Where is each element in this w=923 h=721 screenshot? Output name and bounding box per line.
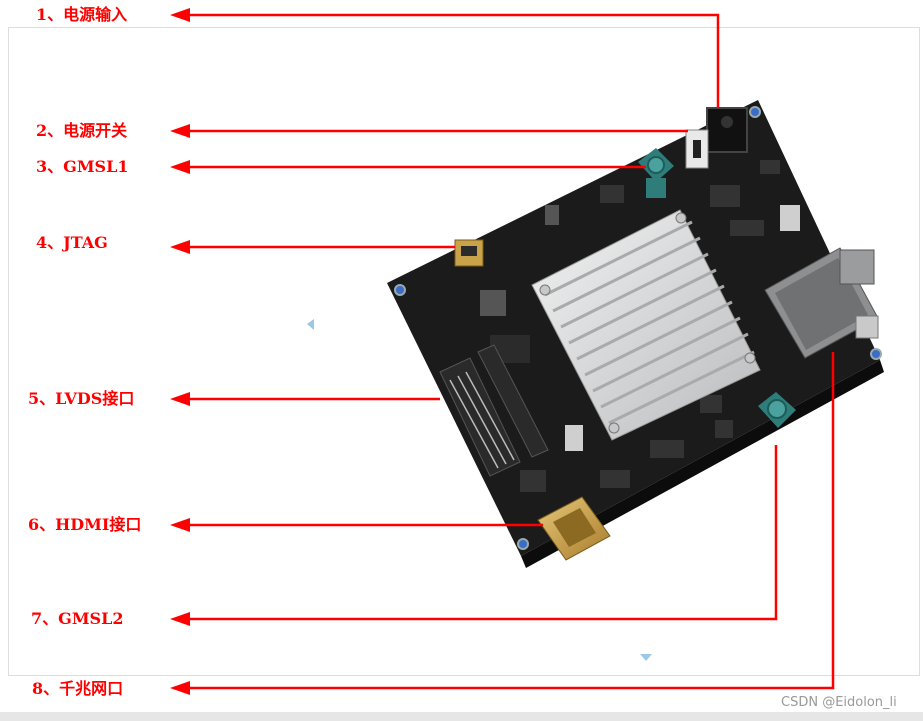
marker-left [307,319,314,330]
lvds-connector [439,344,549,477]
mounting-holes [394,106,882,550]
arrow-8 [182,352,835,690]
callout-label-4: 4、JTAG [36,233,108,252]
bottom-bar [0,712,923,721]
arrow-7 [182,445,778,621]
callout-label-1: 1、电源输入 [36,5,128,24]
arrow-1 [182,13,720,108]
watermark: CSDN @Eidolon_li [781,695,897,710]
callout-label-2: 2、电源开关 [36,121,128,140]
heatsink [531,209,761,441]
pcb-components [480,160,800,492]
ethernet-connector [764,247,879,359]
image-frame [8,27,920,676]
callout-label-7: 7、GMSL2 [31,609,124,628]
callout-label-6: 6、HDMI接口 [28,515,142,534]
gmsl2-connector [758,392,796,428]
marker-bottom [640,654,652,661]
callout-label-3: 3、GMSL1 [36,157,129,176]
power-jack [706,107,748,153]
callout-label-5: 5、LVDS接口 [28,389,135,408]
arrow-heads [170,8,190,695]
callout-label-8: 8、千兆网口 [32,679,124,698]
callout-arrows [182,13,835,690]
hdmi-connector [537,496,611,561]
gmsl1-connector [638,148,674,198]
